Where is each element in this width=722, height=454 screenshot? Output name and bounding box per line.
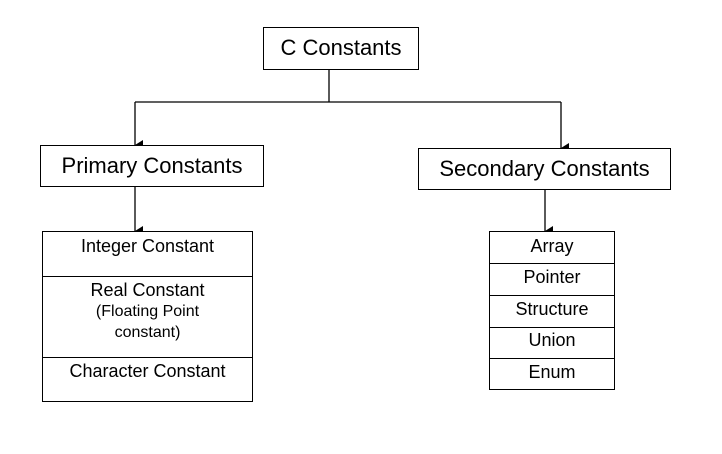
enum-label: Enum [528, 362, 576, 382]
integer-constant-item: Integer Constant [43, 232, 252, 276]
primary-constants-label: Primary Constants [61, 152, 243, 178]
primary-constants-node: Primary Constants [40, 145, 264, 187]
real-constant-subtitle-line-2: constant) [114, 324, 181, 342]
character-constant-label: Character Constant [69, 361, 226, 381]
array-item: Array [490, 232, 614, 263]
real-constant-label: Real Constant [90, 280, 205, 300]
divider [43, 357, 252, 358]
enum-item: Enum [490, 358, 614, 389]
divider [490, 295, 614, 296]
integer-constant-label: Integer Constant [80, 236, 215, 256]
array-label: Array [530, 236, 574, 256]
real-constant-subtitle-line-1: (Floating Point [95, 302, 200, 320]
character-constant-item: Character Constant [43, 357, 252, 401]
divider [490, 358, 614, 359]
structure-label: Structure [515, 299, 589, 319]
primary-constants-list: Integer Constant Real Constant (Floating… [42, 231, 253, 402]
union-item: Union [490, 326, 614, 357]
secondary-constants-label: Secondary Constants [439, 155, 650, 181]
divider [490, 327, 614, 328]
pointer-label: Pointer [523, 267, 581, 287]
real-constant-item: Real Constant (Floating Point constant) [43, 276, 252, 357]
secondary-constants-list: Array Pointer Structure Union Enum [489, 231, 615, 390]
divider [490, 263, 614, 264]
secondary-constants-node: Secondary Constants [418, 148, 671, 190]
union-label: Union [528, 330, 576, 350]
root-node: C Constants [263, 27, 419, 70]
divider [43, 276, 252, 277]
root-node-label: C Constants [280, 35, 402, 61]
pointer-item: Pointer [490, 263, 614, 294]
structure-item: Structure [490, 295, 614, 326]
